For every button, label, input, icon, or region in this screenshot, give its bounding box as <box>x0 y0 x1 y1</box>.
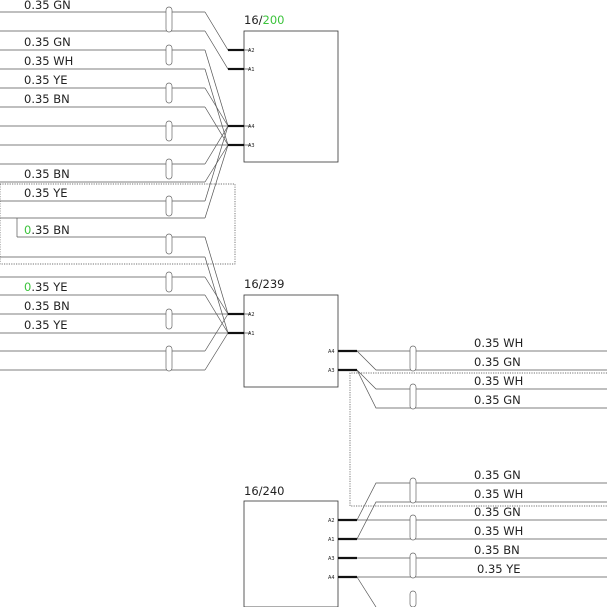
wire <box>204 49 229 127</box>
wire-label: 0.35 GN <box>474 393 521 407</box>
pin-label: A2 <box>248 312 255 318</box>
oval <box>165 233 173 255</box>
wire <box>356 369 607 409</box>
wire-label-rest: .35 BN <box>31 223 69 237</box>
oval <box>165 44 173 66</box>
wire-label: 0.35 WH <box>24 54 73 68</box>
wire <box>204 332 229 371</box>
left-labels: 0.35 GN 0.35 GN 0.35 WH 0.35 YE 0.35 BN … <box>24 0 73 332</box>
wire <box>204 125 229 165</box>
oval <box>165 271 173 293</box>
oval <box>409 514 417 541</box>
component-id: 16/200 <box>244 13 284 27</box>
wire-label: 0.35 YE <box>24 186 68 200</box>
component-box <box>243 30 339 163</box>
wire-label: 0.35 BN <box>24 92 70 106</box>
wire-label: 0.35 YE <box>24 73 68 87</box>
wire <box>204 313 229 352</box>
pin-label: A4 <box>328 575 335 581</box>
right-wires <box>356 350 607 607</box>
wire <box>356 369 607 390</box>
wire-label: 0.35 GN <box>24 35 71 49</box>
wire-label: 0.35 GN <box>474 505 521 519</box>
dotted-group-left <box>0 183 236 265</box>
wire-label: 0.35 GN <box>474 468 521 482</box>
pin-label: A3 <box>248 143 255 149</box>
wire <box>204 144 229 219</box>
component-id-number: 200 <box>263 13 285 27</box>
pin-label: A2 <box>248 48 255 54</box>
wire <box>204 125 229 202</box>
left-ovals <box>165 6 173 372</box>
fan-wires <box>204 11 250 371</box>
oval <box>165 345 173 372</box>
wire-label-prefix: 0 <box>24 223 31 237</box>
component-16-240: 16/240 A2 A1 A3 A4 <box>243 484 357 607</box>
wire-label: 0.35 BN <box>24 223 70 237</box>
wire <box>356 350 607 371</box>
wire <box>356 501 607 540</box>
oval <box>165 120 173 142</box>
wire <box>204 256 250 334</box>
wire-label: 0.35 YE <box>24 280 68 294</box>
component-box <box>243 294 339 388</box>
wire-label-prefix: 0 <box>24 280 31 294</box>
pin-label: A1 <box>248 67 255 73</box>
component-16-200: 16/200 A2 A1 A4 A3 <box>228 13 339 163</box>
oval <box>409 590 417 607</box>
oval <box>165 158 173 180</box>
oval <box>409 477 417 504</box>
pin-label: A4 <box>328 349 335 355</box>
wire <box>204 87 229 127</box>
component-id-prefix: 16/ <box>244 13 263 27</box>
wire <box>204 276 229 315</box>
wire-label: 0.35 YE <box>477 562 521 576</box>
oval <box>165 6 173 33</box>
wire-label-rest: .35 YE <box>31 280 67 294</box>
oval <box>409 345 417 372</box>
wire <box>356 576 377 607</box>
pin-label: A2 <box>328 518 335 524</box>
wire-label: 0.35 WH <box>474 336 523 350</box>
wire-label: 0.35 WH <box>474 374 523 388</box>
pin-label: A3 <box>328 368 335 374</box>
component-16-239: 16/239 A2 A1 A4 A3 <box>228 277 357 388</box>
wire-label: 0.35 BN <box>24 299 70 313</box>
wire-label: 0.35 YE <box>24 318 68 332</box>
component-id: 16/239 <box>244 277 284 291</box>
left-wires <box>0 11 205 371</box>
right-labels: 0.35 WH 0.35 GN 0.35 WH 0.35 GN 0.35 GN … <box>474 336 523 576</box>
pin-label: A1 <box>328 537 335 543</box>
wire-label: 0.35 BN <box>474 543 520 557</box>
pin-label: A4 <box>248 124 255 130</box>
wire-label: 0.35 GN <box>24 0 71 12</box>
oval <box>409 383 417 410</box>
wire-label: 0.35 BN <box>24 167 70 181</box>
wire <box>204 236 250 315</box>
oval <box>165 195 173 217</box>
right-ovals <box>409 345 417 607</box>
dotted-group-right <box>349 372 607 507</box>
wire-label: 0.35 WH <box>474 524 523 538</box>
wire-label: 0.35 WH <box>474 487 523 501</box>
oval <box>409 552 417 579</box>
oval <box>165 82 173 104</box>
component-box <box>243 500 339 607</box>
pin-label: A3 <box>328 556 335 562</box>
oval <box>165 308 173 330</box>
wire <box>356 482 607 521</box>
wire-label: 0.35 GN <box>474 355 521 369</box>
component-id: 16/240 <box>244 484 284 498</box>
pin-label: A1 <box>248 331 255 337</box>
